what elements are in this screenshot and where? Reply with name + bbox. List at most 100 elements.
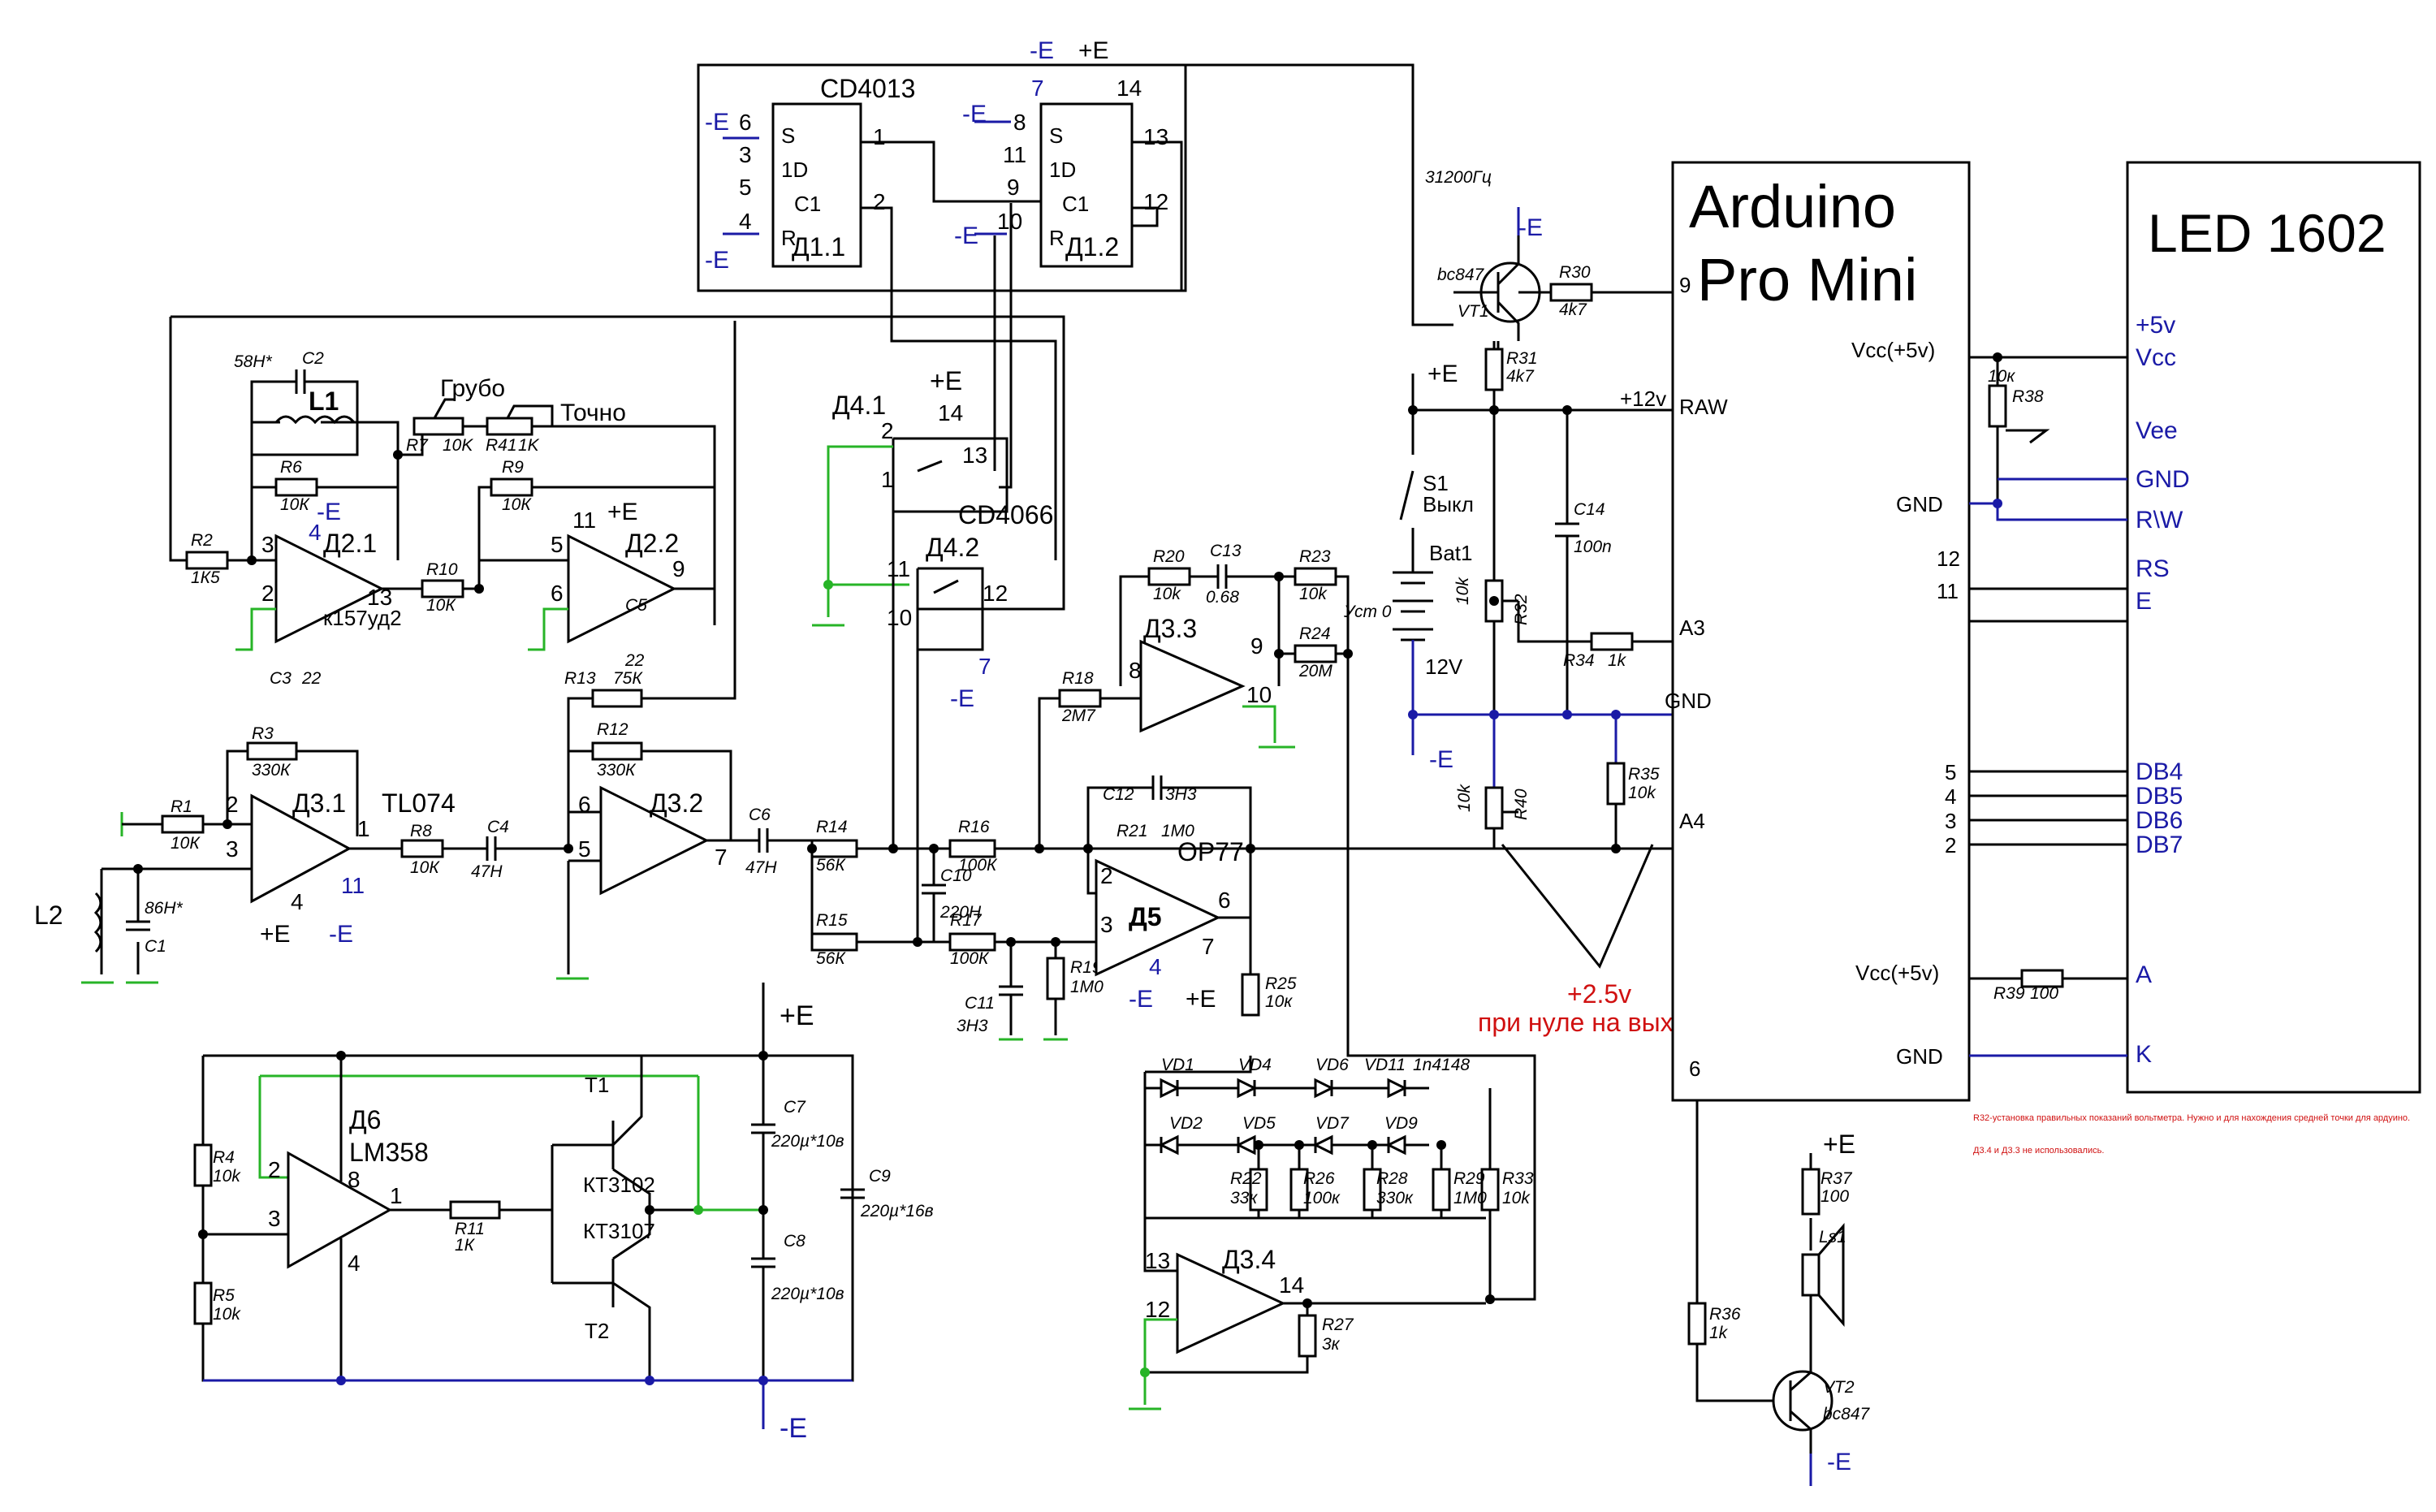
r12-ref: R12 [597, 720, 628, 739]
d5-opamp [1095, 858, 1221, 977]
r3 [246, 741, 298, 761]
svg-text:DB6: DB6 [2136, 807, 2183, 834]
r28-ref: R28 [1376, 1169, 1408, 1188]
r6-wire [250, 455, 398, 489]
cd4066-pin7: 7 [978, 654, 991, 679]
svg-text:C1: C1 [794, 192, 821, 216]
ard-a3: A3 [1679, 616, 1705, 640]
r17-val: 100К [950, 949, 990, 968]
diode-row-top [1160, 1078, 1408, 1099]
c10-ref: C10 [940, 866, 972, 885]
lcd-title: LED 1602 [2148, 203, 2386, 263]
midpoint-arrows [1501, 804, 1673, 969]
svg-text:Vcc: Vcc [2136, 344, 2176, 371]
r33-val: 10k [1502, 1189, 1531, 1207]
svg-text:11: 11 [1003, 142, 1026, 167]
r23-val: 10k [1299, 585, 1328, 603]
svg-text:C1: C1 [1062, 192, 1089, 216]
lcd-wires [1969, 356, 2127, 846]
r15-ref: R15 [816, 911, 848, 930]
d21-neg: -E [317, 499, 341, 525]
bat1-ref: Bat1 [1429, 541, 1473, 565]
lm358-label: LM358 [349, 1138, 429, 1167]
r27-ref: R27 [1322, 1315, 1354, 1334]
r24 [1294, 644, 1337, 663]
svg-text:4: 4 [739, 209, 752, 234]
d22-pos: +E [607, 499, 638, 525]
r27-val: 3к [1322, 1335, 1341, 1354]
r18-val: 2М7 [1061, 706, 1096, 725]
r30-ref: R30 [1559, 263, 1591, 282]
r41 [486, 417, 533, 436]
ard-gnd3: GND [1896, 1044, 1943, 1069]
l2-grounds [81, 812, 158, 984]
arduino-board [1671, 161, 1971, 1102]
r23 [1294, 567, 1337, 586]
half-v-label: +2.5v [1567, 979, 1631, 1009]
c12-ref: C12 [1103, 785, 1134, 804]
r9-val: 10К [502, 495, 532, 514]
tl074-label: TL074 [382, 788, 456, 818]
note-unused: Д3.4 и Д3.3 не использовались. [1973, 1146, 2104, 1156]
r33-ref: R33 [1502, 1169, 1534, 1188]
r18 [1058, 689, 1102, 708]
vd7-label: VD6 [1315, 1056, 1349, 1074]
r36 [1687, 1302, 1707, 1346]
r3-val: 330К [252, 761, 292, 780]
r31 [1484, 348, 1504, 391]
r37-ref: R37 [1821, 1169, 1853, 1188]
c3-ref: C3 [270, 669, 292, 688]
cd4066-neg: -E [950, 685, 974, 712]
c11-ref: C11 [965, 994, 995, 1013]
r15 [810, 932, 858, 952]
vd2-label: VD1 [1161, 1056, 1194, 1074]
c2-ref: C2 [302, 349, 324, 368]
r38-val: 10к [1988, 367, 2015, 386]
c8-val: 220µ*10в [771, 1285, 844, 1303]
c5-val: 22 [624, 651, 645, 670]
d5-label: Д5 [1129, 902, 1162, 931]
r19 [1046, 957, 1065, 1000]
c14-val: 100n [1574, 538, 1612, 556]
cd4066-pin14: 14 [938, 400, 963, 426]
r12 [591, 741, 643, 761]
lcd-blue-wires [1969, 477, 2127, 1057]
vt1-legs [1453, 235, 1520, 341]
r9-ref: R9 [502, 458, 524, 477]
r38 [1988, 384, 2007, 428]
r14-ref: R14 [816, 818, 848, 836]
raw-rail [1411, 374, 1673, 715]
r1-ref: R1 [171, 797, 192, 816]
cd4066-pos: +E [930, 366, 962, 395]
ard-pin4: 4 [1945, 784, 1956, 809]
vt2-ref: VT2 [1823, 1378, 1855, 1397]
r37-val: 100 [1821, 1187, 1849, 1206]
d31-pin4: 4 [291, 889, 304, 914]
junction-dots [133, 352, 2002, 1308]
r14 [810, 839, 858, 858]
c2-wire [250, 380, 359, 422]
svg-text:5: 5 [739, 175, 752, 200]
d32-noninv [567, 859, 601, 974]
d1-2-label: Д1.2 [1065, 232, 1119, 261]
pos-rail-label: +E [780, 1000, 814, 1031]
ard-vcc: Vcc(+5v) [1851, 338, 1935, 362]
d31-pin2: 2 [226, 792, 239, 817]
cd4066-pin13: 13 [962, 443, 987, 468]
cd4013-neg-ties [723, 120, 1011, 235]
r34-ref: R34 [1563, 651, 1595, 670]
ard-pin5: 5 [1945, 760, 1956, 784]
r41-wiper [506, 404, 716, 625]
d31-label: Д3.1 [292, 788, 346, 818]
d6-wires [339, 1056, 552, 1380]
svg-text:A: A [2136, 961, 2152, 988]
ard-gnd2: GND [1896, 492, 1943, 516]
d34-opamp [1176, 1252, 1286, 1354]
r2 [185, 551, 229, 570]
d5-pos: +E [1186, 986, 1216, 1013]
svg-text:8: 8 [1013, 110, 1026, 135]
neg-label-5: -E [1030, 37, 1054, 64]
r30-wire [1497, 291, 1673, 349]
ard-pin11: 11 [1937, 579, 1959, 603]
